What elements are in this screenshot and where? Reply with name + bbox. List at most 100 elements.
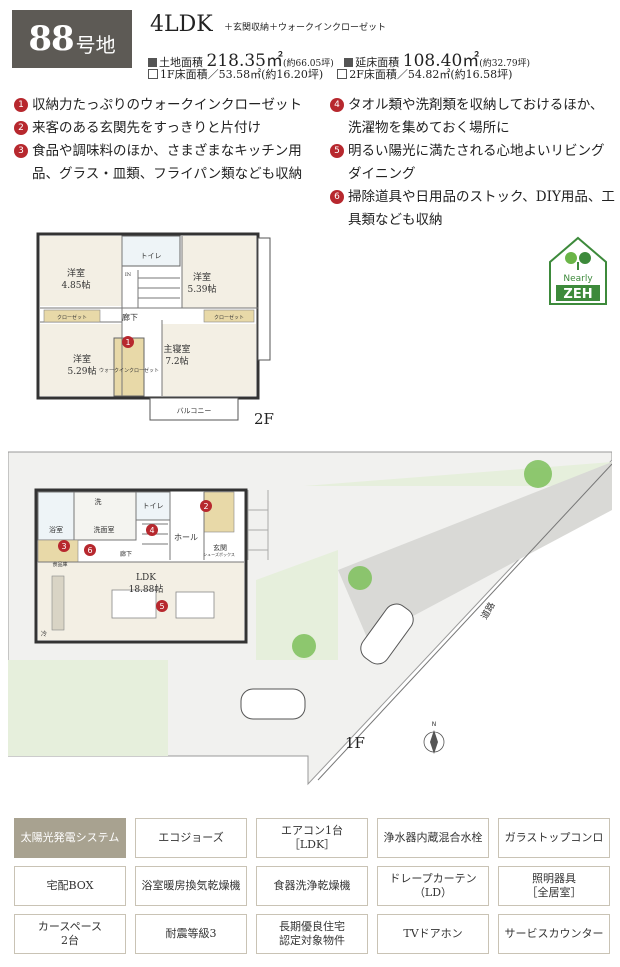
hollow-square-icon — [148, 69, 158, 79]
feature-item: 3 食品や調味料のほか、さまざまなキッチン用品、グラス・皿類、フライパン類なども収… — [14, 140, 324, 186]
in-label: IN — [125, 272, 132, 278]
room-western-1: 洋室 — [67, 267, 85, 279]
car-icon — [240, 688, 306, 720]
lot-suffix: 号地 — [75, 32, 116, 57]
north-label: N — [432, 721, 437, 728]
feature-text: 収納力たっぷりのウォークインクローゼット — [32, 97, 302, 113]
room-master: 主寝室 — [163, 343, 190, 355]
lot-number-badge: 88 号地 — [12, 10, 132, 68]
floor-label-1f: 1F — [345, 734, 365, 752]
room-storage: 食品庫 — [52, 561, 67, 568]
room-entrance: 玄関 — [213, 543, 227, 552]
tree-icon — [348, 566, 372, 590]
number-badge: 4 — [330, 98, 344, 112]
zeh-line2: ZEH — [563, 287, 592, 302]
number-badge: 6 — [330, 190, 344, 204]
badge-1: 1 — [125, 338, 130, 347]
room-wash-short: 洗 — [95, 497, 102, 506]
option-item: 耐震等級3 — [135, 914, 247, 954]
option-item: 照明器具 ［全居室］ — [498, 866, 610, 906]
f2-area: 2F床面積／54.82㎡(約16.58坪) — [349, 68, 513, 81]
feature-item: 2 来客のある玄関先をすっきりと片付け — [14, 117, 324, 140]
area-row-floors: 1F床面積／53.58㎡(約16.20坪) 2F床面積／54.82㎡(約16.5… — [148, 66, 512, 82]
option-item: 長期優良住宅 認定対象物件 — [256, 914, 368, 954]
number-badge: 3 — [14, 144, 28, 158]
option-item: カースペース 2台 — [14, 914, 126, 954]
shoebox-label: シューズボックス — [203, 551, 235, 557]
feature-text: 食品や調味料のほか、さまざまなキッチン用品、グラス・皿類、フライパン類なども収納 — [32, 143, 303, 182]
room-western-1-size: 4.85帖 — [61, 279, 90, 291]
feature-item: 4 タオル類や洗剤類を収納しておけるほか、洗濯物を集めておく場所に — [330, 94, 615, 140]
balcony-label: バルコニー — [177, 407, 212, 415]
tree-icon — [524, 460, 552, 488]
north-compass-icon: N — [423, 721, 445, 754]
feature-item: 5 明るい陽光に満たされる心地よいリビングダイニング — [330, 140, 615, 186]
f1-area: 1F床面積／53.58㎡(約16.20坪) — [160, 68, 324, 81]
feature-text: 掃除道具や日用品のストック、DIY用品、工具類なども収納 — [348, 189, 615, 228]
floor-total-label: 延床面積 — [355, 56, 400, 69]
badge-2: 2 — [203, 502, 208, 511]
option-item: 浄水器内蔵混合水栓 — [377, 818, 489, 858]
badge-3: 3 — [61, 542, 66, 551]
floor-label-2f: 2F — [254, 410, 274, 428]
room-western-2-size: 5.39帖 — [187, 283, 216, 295]
badge-5: 5 — [159, 602, 164, 611]
room-corridor: 廊下 — [120, 550, 132, 558]
option-item: 浴室暖房換気乾燥機 — [135, 866, 247, 906]
closet-label-2: クローゼット — [214, 314, 244, 321]
room-master-size: 7.2帖 — [165, 355, 188, 367]
badge-4: 4 — [149, 526, 154, 535]
option-item-active: 太陽光発電システム — [14, 818, 126, 858]
number-badge: 5 — [330, 144, 344, 158]
room-toilet: トイレ — [141, 252, 162, 260]
feature-text: 明るい陽光に満たされる心地よいリビングダイニング — [348, 143, 605, 182]
zeh-line1: Nearly — [563, 274, 593, 284]
feature-text: 来客のある玄関先をすっきりと片付け — [32, 120, 261, 136]
land-area-value: 218.35㎡ — [206, 51, 283, 71]
room-bath: 浴室 — [49, 525, 63, 534]
tree-icon — [292, 634, 316, 658]
room-western-2: 洋室 — [193, 271, 211, 283]
features-left: 1 収納力たっぷりのウォークインクローゼット 2 来客のある玄関先をすっきりと片付け… — [14, 94, 324, 186]
floor-total-value: 108.40㎡ — [402, 51, 480, 71]
car-icon — [360, 603, 414, 665]
room-western-3: 洋室 — [73, 353, 91, 365]
wic-label: ウォークインクローゼット — [99, 367, 159, 374]
room-ldk-size: 18.88帖 — [129, 583, 164, 595]
room-ldk: LDK — [136, 573, 156, 583]
land-area-label: 土地面積 — [159, 56, 203, 69]
features-right: 4 タオル類や洗剤類を収納しておけるほか、洗濯物を集めておく場所に 5 明るい陽光に… — [330, 94, 615, 232]
lot-number: 88 — [28, 19, 74, 59]
site-plan-1f: 4 2 3 6 5 LDK 18.88帖 浴室 洗面室 洗 トイレ ホール 玄関… — [8, 451, 612, 786]
filled-square-icon — [344, 58, 354, 67]
filled-square-icon — [148, 58, 157, 67]
option-item: TVドアホン — [377, 914, 489, 954]
options-grid: 太陽光発電システム エコジョーズ エアコン1台 ［LDK］ 浄水器内蔵混合水栓 … — [14, 818, 610, 954]
option-item: エアコン1台 ［LDK］ — [256, 818, 368, 858]
number-badge: 2 — [14, 121, 28, 135]
number-badge: 1 — [14, 98, 28, 112]
floor-total-tsubo: (約32.79坪) — [479, 59, 531, 69]
road-label: 道路 — [478, 600, 497, 622]
fridge-label: 冷 — [41, 630, 47, 638]
closet-label-1: クローゼット — [57, 314, 87, 321]
feature-item: 1 収納力たっぷりのウォークインクローゼット — [14, 94, 324, 117]
room-hall: 廊下 — [122, 312, 138, 322]
nearly-zeh-icon: Nearly ZEH — [549, 236, 607, 305]
plan-note: ＋玄関収納＋ウォークインクローゼット — [224, 23, 387, 33]
room-western-3-size: 5.29帖 — [67, 365, 96, 377]
room-hall: ホール — [174, 533, 198, 542]
feature-text: タオル類や洗剤類を収納しておけるほか、洗濯物を集めておく場所に — [348, 97, 604, 136]
option-item: ドレープカーテン （LD） — [377, 866, 489, 906]
badge-6: 6 — [87, 546, 92, 555]
room-toilet: トイレ — [143, 502, 164, 510]
option-item: 食器洗浄乾燥機 — [256, 866, 368, 906]
hollow-square-icon — [337, 69, 348, 79]
floor-plan-2f: 1 洋室 4.85帖 洋室 5.39帖 洋室 5.29帖 主寝室 7.2帖 廊下… — [36, 232, 271, 421]
room-wash: 洗面室 — [94, 525, 115, 534]
area-row-main: 土地面積 218.35㎡(約66.05坪) 延床面積 108.40㎡(約32.7… — [148, 46, 530, 71]
option-item: ガラストップコンロ — [498, 818, 610, 858]
option-item: エコジョーズ — [135, 818, 247, 858]
land-area-tsubo: (約66.05坪) — [282, 59, 334, 69]
feature-item: 6 掃除道具や日用品のストック、DIY用品、工具類なども収納 — [330, 186, 615, 232]
